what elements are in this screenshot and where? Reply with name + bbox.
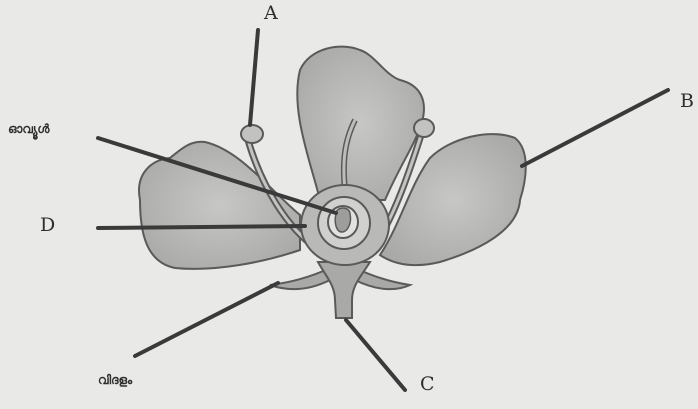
sepal [270,268,330,289]
label-petal: വിദളം [98,374,132,386]
label-b: B [680,92,694,111]
label-a: A [264,4,278,23]
pointer-line-d [98,226,305,228]
ovule-shape [335,208,350,232]
label-ovule: ഓവ്യൂൾ [8,123,49,135]
pointer-line-b [522,90,668,166]
label-d: D [40,216,55,235]
receptacle [318,262,370,318]
pointer-line-a [250,30,258,125]
anther [414,119,434,137]
pointer-line-petal [135,283,278,356]
label-c: C [420,375,435,394]
pointer-line-c [346,320,405,390]
anther [241,125,263,143]
